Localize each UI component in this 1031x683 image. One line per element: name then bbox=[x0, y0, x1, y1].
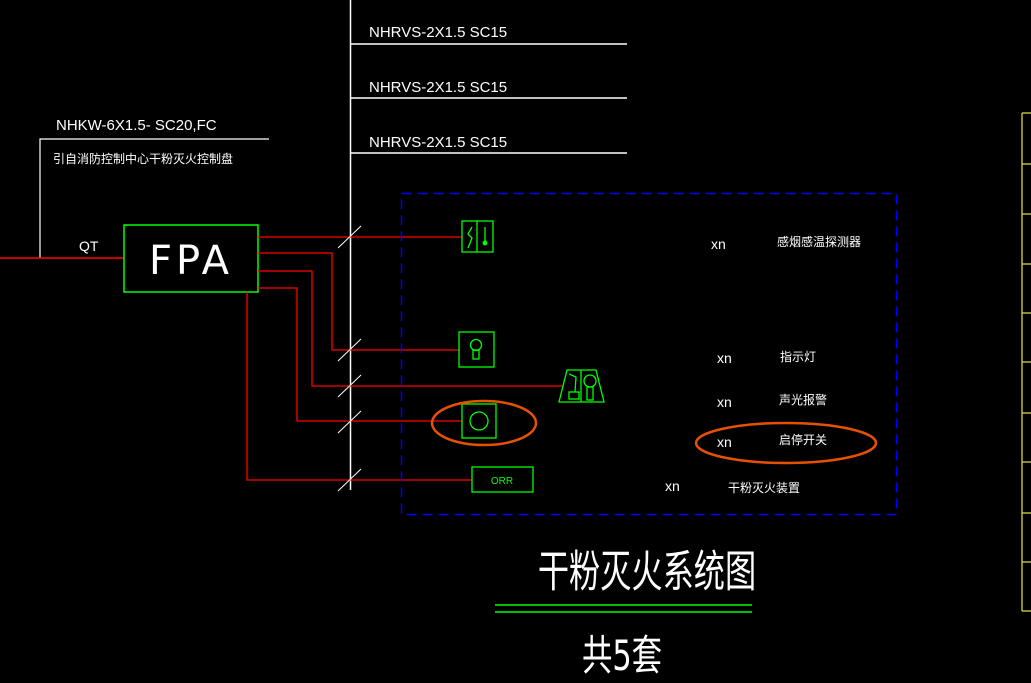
name-dry-powder-extinguisher: 干粉灭火装置 bbox=[728, 481, 800, 495]
highlight-ellipse-switch-label bbox=[694, 421, 878, 465]
name-smoke-heat-detector: 感烟感温探测器 bbox=[777, 234, 861, 249]
highlight-ellipse-switch-symbol bbox=[430, 399, 538, 447]
qty-start-stop-switch: xn bbox=[717, 434, 732, 450]
title-underline bbox=[495, 604, 752, 613]
source-leader bbox=[39, 138, 269, 258]
extinguisher-symbol-text: ORR bbox=[491, 476, 513, 487]
cable-label-2: NHRVS-2X1.5 SC15 bbox=[369, 79, 507, 96]
incoming-cable-label: NHKW-6X1.5- SC20,FC bbox=[56, 117, 217, 134]
qty-audible-visual-alarm: xn bbox=[717, 394, 732, 410]
smoke-heat-detector-icon[interactable] bbox=[461, 220, 494, 253]
name-indicator-lamp: 指示灯 bbox=[780, 349, 816, 364]
qty-smoke-heat-detector: xn bbox=[711, 236, 726, 252]
name-audible-visual-alarm: 声光报警 bbox=[779, 392, 827, 407]
cable-tick-marks bbox=[337, 225, 362, 492]
dry-powder-extinguisher-icon[interactable]: ORR bbox=[471, 466, 534, 493]
cable-label-1: NHRVS-2X1.5 SC15 bbox=[369, 24, 507, 41]
device-area-boundary bbox=[400, 192, 898, 516]
diagram-title: 干粉灭火系统图 bbox=[538, 546, 756, 597]
name-start-stop-switch: 启停开关 bbox=[779, 432, 827, 447]
indicator-lamp-icon[interactable] bbox=[458, 331, 495, 368]
wires bbox=[246, 236, 563, 481]
qty-dry-powder-extinguisher: xn bbox=[665, 478, 680, 494]
start-stop-switch-icon[interactable] bbox=[461, 403, 497, 439]
cable-label-3: NHRVS-2X1.5 SC15 bbox=[369, 134, 507, 151]
fpa-label: FPA bbox=[149, 238, 233, 284]
drawing-frame-right bbox=[1021, 112, 1031, 612]
cable-label-lines bbox=[350, 43, 627, 154]
incoming-source-label: 引自消防控制中心干粉灭火控制盘 bbox=[53, 151, 233, 166]
breaker-label: QT bbox=[79, 238, 99, 254]
set-count: 共5套 bbox=[582, 631, 662, 680]
fpa-panel[interactable] bbox=[123, 224, 259, 293]
audible-visual-alarm-icon[interactable] bbox=[558, 369, 605, 403]
qty-indicator-lamp: xn bbox=[717, 350, 732, 366]
